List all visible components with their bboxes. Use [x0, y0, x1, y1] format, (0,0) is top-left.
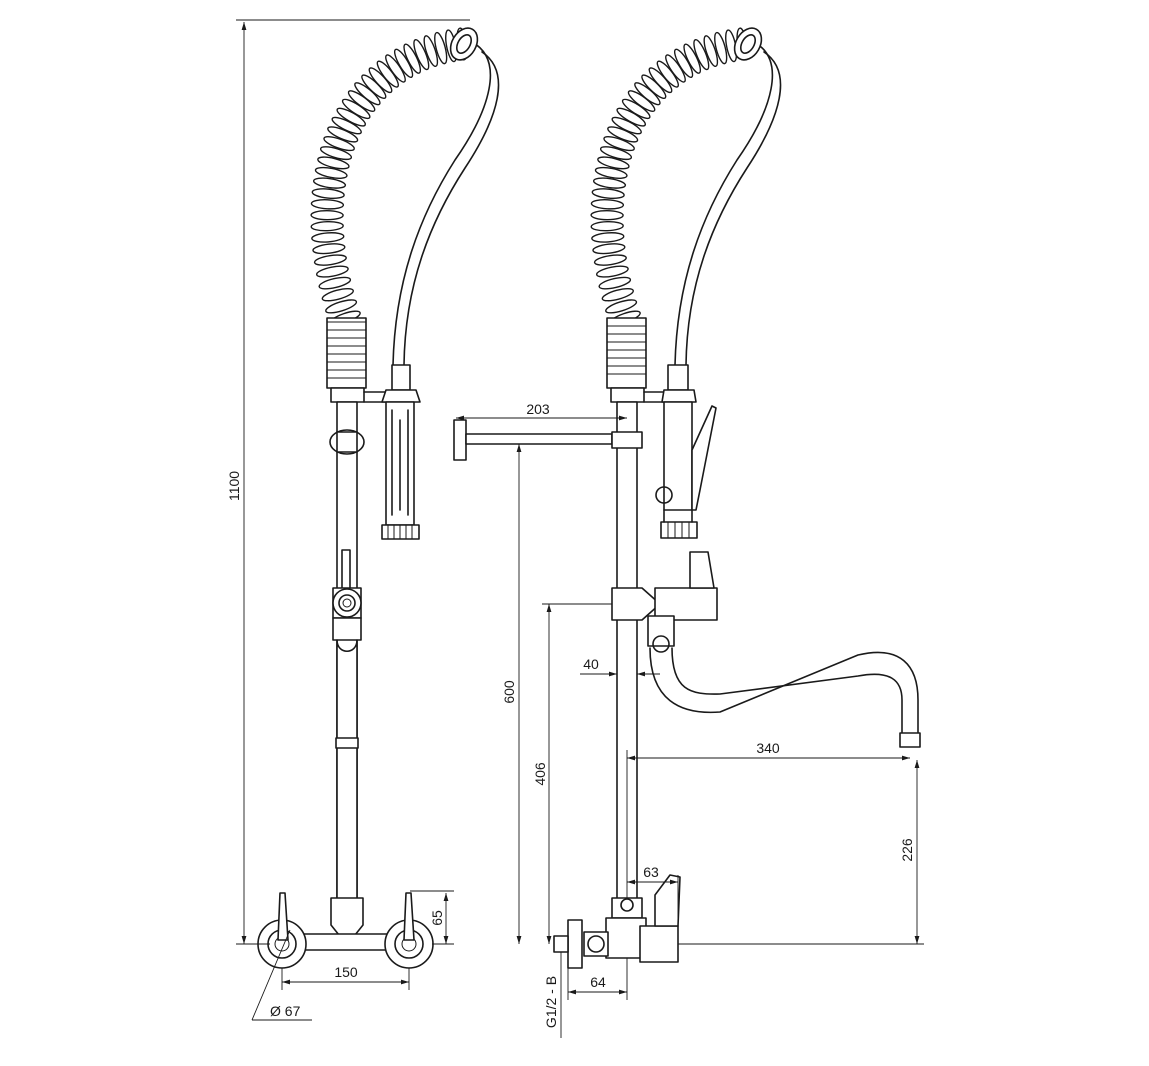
spring-coil-loop: [590, 209, 624, 221]
side-hose: [674, 41, 774, 366]
spring-coil-loop: [601, 287, 634, 302]
side-spring-base: [606, 317, 647, 389]
dim-column-offset: 40: [583, 656, 599, 672]
spring-coil-loop: [599, 146, 633, 161]
spring-coil-loop: [673, 48, 694, 79]
spring-coil-loop: [325, 299, 358, 314]
front-spray-head: [381, 364, 421, 540]
dim-valve-height-small: 65: [429, 910, 445, 926]
front-bottom-manifold: [257, 892, 434, 969]
spring-coil-loop: [592, 243, 626, 255]
side-shelf-arm: [453, 419, 643, 461]
spring-coil-loop: [594, 166, 628, 179]
spring-coil-loop: [327, 126, 359, 143]
dim-wall-depth: 64: [590, 974, 606, 990]
side-spray-head: [655, 364, 717, 539]
spring-coil-loop: [591, 232, 625, 243]
front-mid-valve: [332, 549, 362, 641]
spring-coil-loop: [393, 48, 414, 79]
dimension-lines: [236, 19, 924, 1038]
spring-coil-loop: [607, 126, 639, 143]
spring-coil-loop: [683, 43, 702, 74]
spring-coil-loop: [591, 188, 625, 200]
spring-coil-loop: [315, 265, 349, 278]
spring-coil-loop: [592, 177, 627, 189]
dim-handle-offset: 63: [643, 864, 659, 880]
spring-coil-loop: [311, 188, 345, 200]
side-view: [453, 27, 921, 969]
spring-coil-loop: [598, 276, 632, 290]
spring-coil-loop: [310, 220, 344, 232]
dim-valve-height: 406: [532, 762, 548, 786]
spring-coil-loop: [603, 136, 635, 152]
spring-coil-loop: [310, 199, 345, 210]
spring-coil-loop: [605, 299, 638, 314]
side-mid-valve: [611, 551, 718, 653]
front-hose: [392, 41, 492, 366]
spring-coil-loop: [693, 38, 710, 71]
side-spring-coil: [590, 27, 748, 326]
side-swivel-spout: [649, 647, 921, 748]
spring-coil-loop: [434, 31, 448, 65]
spring-coil-loop: [317, 156, 350, 170]
spring-coil-loop: [310, 209, 344, 221]
spring-coil-loop: [313, 254, 347, 266]
dim-centers: 150: [334, 964, 358, 980]
dim-total-height: 1100: [226, 471, 242, 501]
spring-coil-loop: [311, 232, 345, 243]
spring-coil-loop: [590, 199, 625, 210]
spring-coil-loop: [597, 156, 630, 170]
side-hose-fitting: [733, 27, 763, 61]
spring-coil-loop: [413, 38, 430, 71]
spring-coil-loop: [703, 35, 719, 68]
spring-coil-loop: [595, 265, 629, 278]
spring-coil-loop: [323, 136, 355, 152]
spring-coil-loop: [590, 220, 624, 232]
dim-shelf-height: 600: [501, 680, 517, 704]
spring-coil-loop: [319, 146, 353, 161]
spring-coil-loop: [593, 254, 627, 266]
spring-coil-loop: [423, 35, 439, 68]
front-hose-fitting: [449, 27, 479, 61]
spring-coil-loop: [312, 177, 347, 189]
spring-coil-loop: [403, 43, 422, 74]
side-bottom-valve: [553, 874, 681, 969]
dim-spout-height: 226: [899, 838, 915, 862]
dim-rosette-diameter: Ø 67: [270, 1003, 301, 1019]
dim-shelf-depth: 203: [526, 401, 550, 417]
front-spring-coil: [310, 27, 468, 326]
dim-thread: G1/2 - B: [543, 976, 559, 1028]
dimension-labels: 1100 203 600 406 40 340 226 63 65 150 Ø …: [226, 401, 915, 1028]
spring-coil-loop: [312, 243, 346, 255]
dim-spout-reach: 340: [756, 740, 780, 756]
spring-coil-loop: [321, 287, 354, 302]
spring-coil-loop: [318, 276, 352, 290]
spring-coil-loop: [314, 166, 348, 179]
front-view: [257, 27, 500, 969]
spring-coil-loop: [714, 31, 728, 65]
